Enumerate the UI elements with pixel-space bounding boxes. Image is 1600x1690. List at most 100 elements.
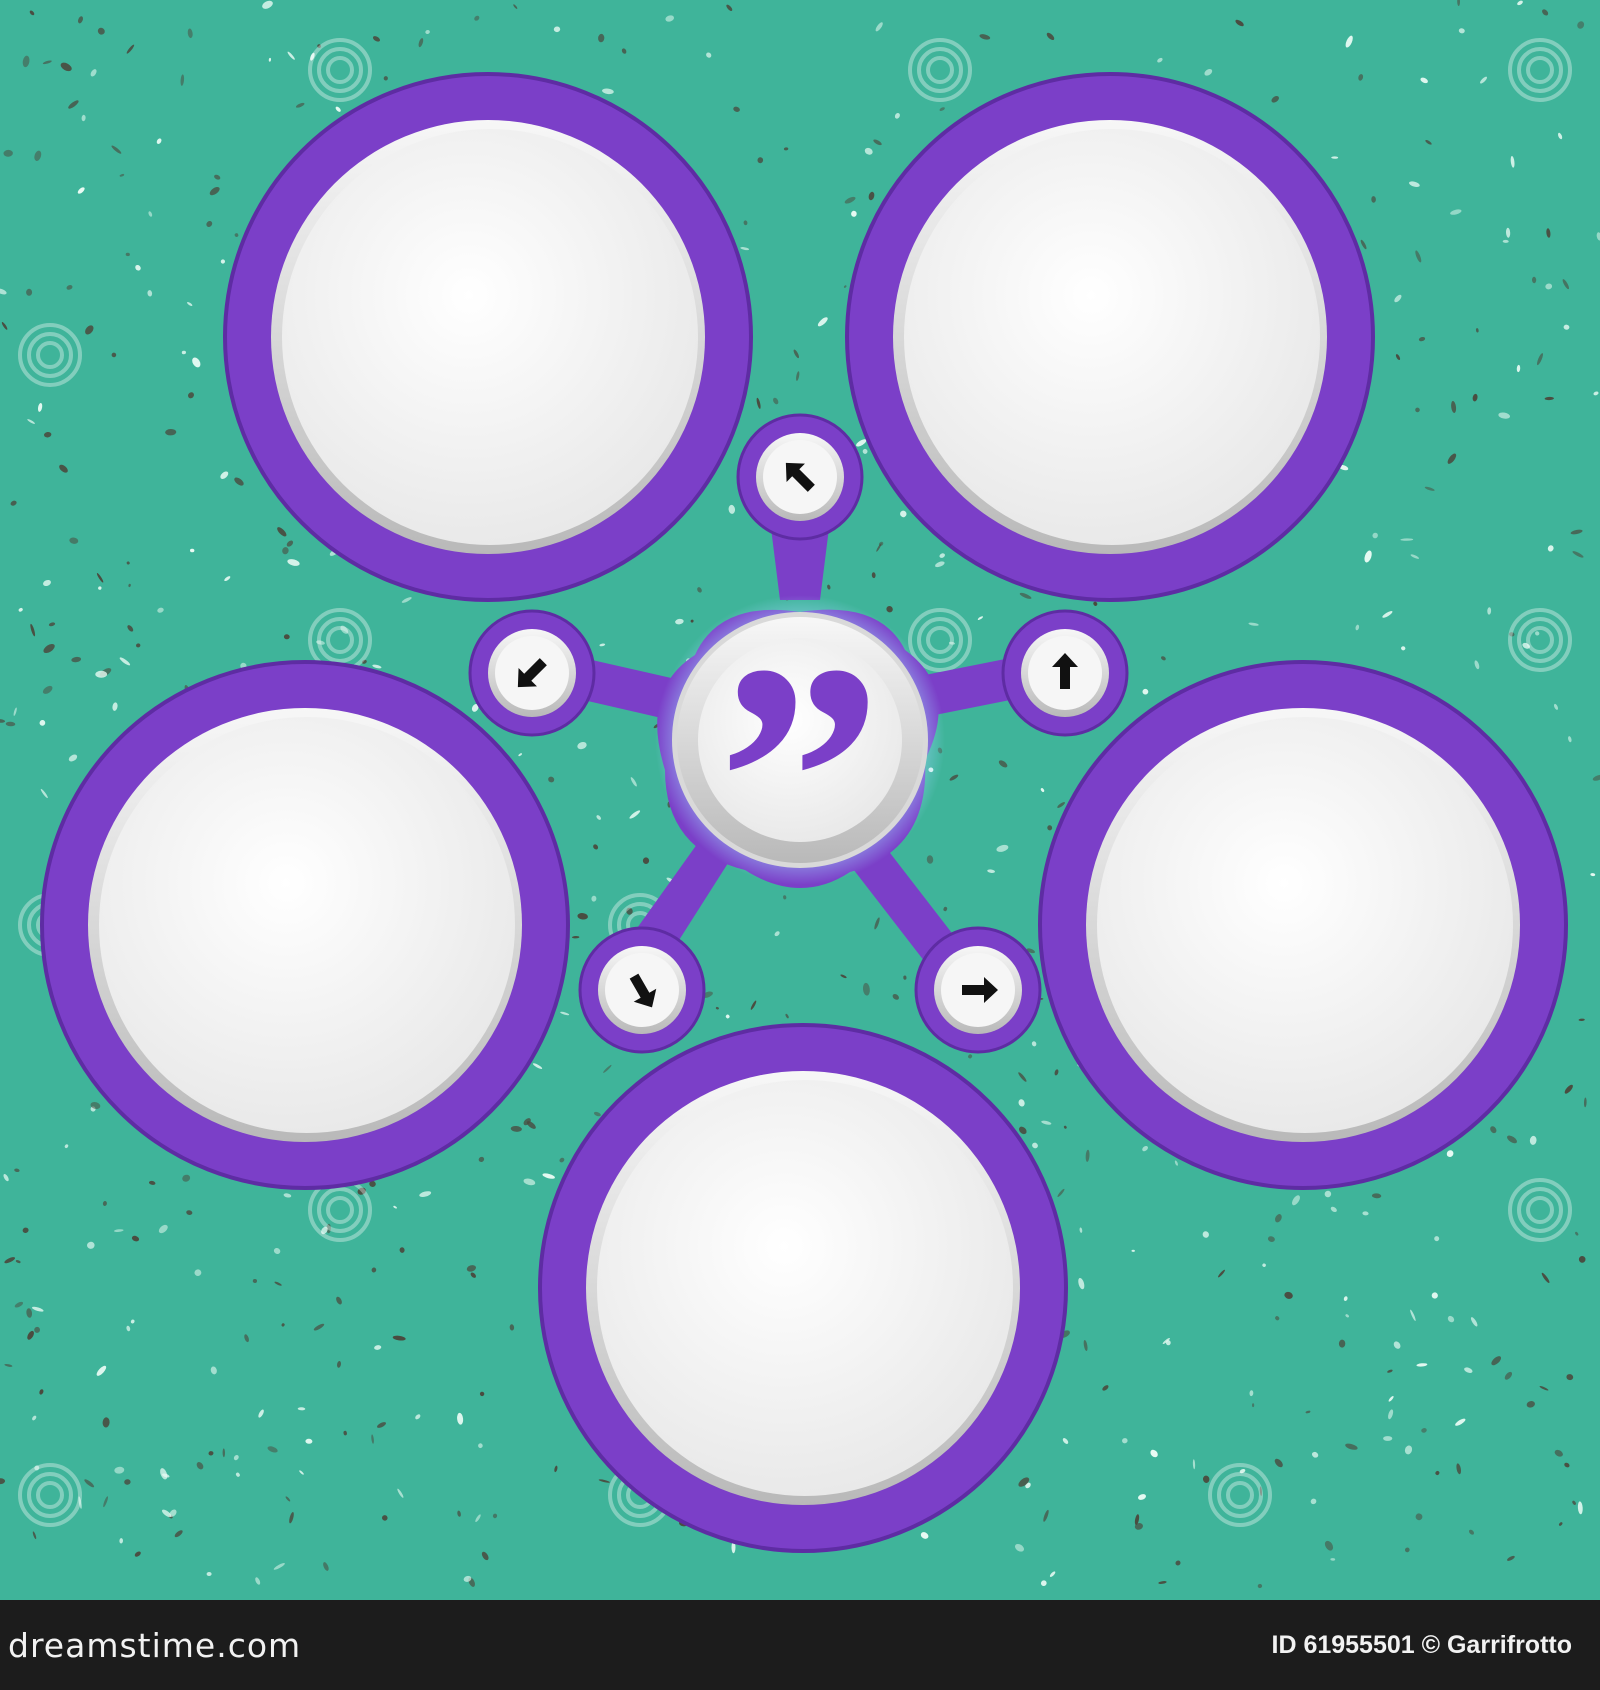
speckle (1431, 1292, 1438, 1299)
speckle (1435, 1470, 1440, 1476)
speckle (1596, 232, 1600, 241)
spiral-icon (908, 608, 972, 672)
speckle (255, 1577, 261, 1585)
speckle (209, 186, 220, 196)
speckle (1421, 1428, 1427, 1433)
speckle (1083, 1339, 1088, 1352)
speckle (1563, 324, 1570, 330)
speckle (1019, 592, 1032, 599)
speckle (43, 579, 51, 587)
speckle (1415, 1513, 1423, 1521)
arm-bottom-right (850, 840, 965, 975)
speckle (1382, 611, 1393, 618)
connector-left (468, 609, 596, 737)
speckle (591, 895, 597, 902)
speckle (577, 742, 587, 750)
speckle (273, 1247, 281, 1255)
speckle (1578, 1256, 1586, 1263)
speckle (474, 15, 480, 21)
speckle (0, 719, 6, 723)
speckle (194, 1269, 202, 1277)
hub-face (698, 638, 902, 842)
speckle (1324, 1190, 1332, 1198)
speckle (268, 57, 272, 62)
speckle (1345, 35, 1353, 48)
speckle (1085, 1149, 1090, 1162)
speckle (840, 974, 847, 979)
speckle (1235, 19, 1244, 27)
speckle (1239, 1468, 1246, 1474)
speckle (1157, 57, 1163, 63)
speckle (1404, 1445, 1413, 1455)
speckle (1522, 642, 1530, 649)
speckle (335, 106, 341, 112)
speckle (1537, 353, 1543, 366)
speckle (1057, 802, 1065, 808)
speckle (1387, 1369, 1393, 1373)
speckle (475, 1514, 481, 1523)
speckle (34, 1326, 41, 1333)
speckle (1161, 656, 1166, 661)
speckle (1509, 632, 1515, 637)
speckle (87, 1241, 95, 1249)
speckle (1474, 660, 1480, 670)
slot-face (904, 129, 1320, 545)
speckle (174, 1530, 183, 1538)
speckle (1572, 1500, 1576, 1505)
speckle (626, 907, 633, 915)
speckle (1457, 0, 1461, 6)
speckle (1218, 1269, 1225, 1278)
speckle (361, 659, 367, 664)
speckle (158, 1224, 168, 1234)
speckle (1447, 1315, 1455, 1323)
speckle (42, 60, 52, 65)
speckle (598, 1479, 610, 1483)
slot-top-right (845, 72, 1375, 602)
speckle (286, 540, 294, 547)
speckle (559, 1157, 565, 1163)
speckle (1498, 412, 1511, 419)
speckle (1, 322, 8, 330)
speckle (1479, 76, 1488, 84)
spiral-icon (1508, 1178, 1572, 1242)
speckle (1517, 0, 1523, 6)
speckle (793, 349, 800, 359)
speckle (130, 1319, 135, 1324)
speckle (1102, 1385, 1109, 1391)
speckle (220, 471, 229, 479)
speckle (305, 1438, 313, 1444)
speckle (372, 36, 381, 42)
speckle (289, 1511, 294, 1524)
speckle (690, 619, 694, 623)
speckle (1026, 948, 1035, 954)
speckle (554, 1465, 558, 1473)
center-hub: ” (655, 595, 945, 962)
speckle (1545, 283, 1553, 290)
speckle (864, 147, 873, 155)
speckle (313, 1323, 325, 1331)
speckle (1040, 1580, 1047, 1587)
spiral-icon (1508, 608, 1572, 672)
speckle (1371, 1193, 1382, 1199)
speckle (1434, 1236, 1440, 1242)
speckle (675, 618, 684, 625)
speckle (340, 625, 349, 634)
speckle (1174, 1160, 1178, 1166)
speckle (1093, 601, 1098, 606)
speckle (119, 1538, 124, 1544)
speckle (1531, 276, 1537, 284)
speckle (102, 1417, 110, 1428)
speckle (233, 1455, 239, 1461)
speckle (392, 1335, 406, 1341)
speckle (987, 869, 995, 873)
speckle (66, 285, 73, 290)
speckle (1079, 1227, 1083, 1233)
speckle (10, 500, 17, 506)
connector-bottom-left (578, 926, 706, 1054)
speckle (18, 607, 23, 612)
speckle (743, 220, 748, 226)
speckle (1577, 21, 1585, 29)
speckle (343, 1430, 347, 1436)
speckle (920, 1532, 929, 1539)
speckle (1425, 139, 1432, 145)
